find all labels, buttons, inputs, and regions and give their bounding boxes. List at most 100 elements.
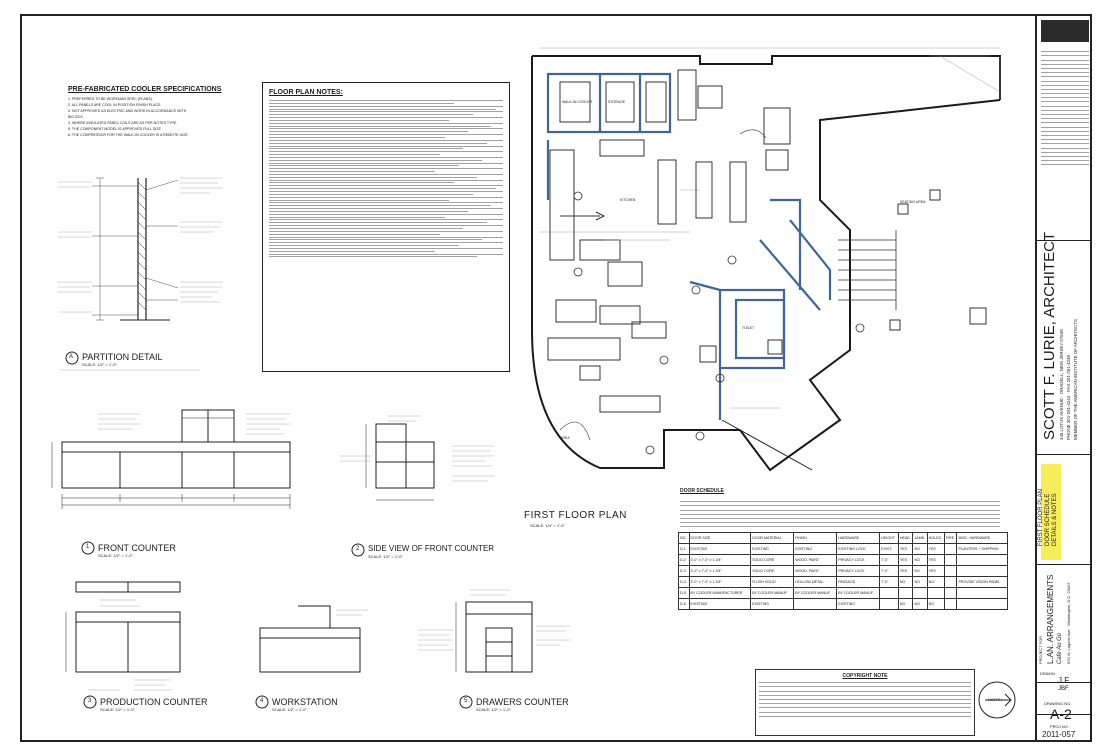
note-line — [269, 233, 440, 235]
schedule-cell: 3'-0" x 7'-0" x 1 3/4" — [688, 576, 752, 588]
plan-section-markers — [573, 191, 865, 455]
drawn-by: J.F. — [1058, 676, 1071, 685]
sheet-title-3: DETAILS & NOTES — [1052, 493, 1058, 546]
copyright-title: COPYRIGHT NOTE — [842, 673, 888, 679]
note-line — [269, 125, 492, 127]
note-line — [269, 105, 503, 107]
note-line — [269, 236, 503, 238]
schedule-cell: SOLID CORE — [750, 565, 795, 577]
schedule-cell: BY COOLER MANUF. — [750, 587, 795, 599]
note-line — [269, 242, 503, 244]
schedule-cell: D-3 — [678, 565, 690, 577]
note-line — [269, 154, 440, 156]
room-label-toilet: TOILET — [742, 326, 755, 330]
partition-notes-lines — [58, 177, 222, 371]
schedule-cell: EXISTING — [793, 543, 838, 555]
schedule-cell: YES — [926, 543, 945, 555]
schedule-cell: SOLID CORE — [750, 554, 795, 566]
north-arrow — [978, 681, 1016, 719]
schedule-cell: YES — [897, 554, 914, 566]
detail-num-4: 4 — [260, 698, 264, 704]
detail-scale-workstation: SCALE: 1/2" = 1'-0" — [272, 707, 307, 712]
project-number: 2011-057 — [1042, 730, 1076, 739]
schedule-cell: NO — [912, 565, 928, 577]
side-view-drawing — [365, 423, 435, 501]
detail-bubble-a — [65, 351, 79, 365]
note-line — [269, 230, 503, 232]
note-line — [269, 102, 454, 104]
note-line — [269, 210, 468, 212]
project-no-label: PROJ NO. — [1050, 724, 1069, 729]
plan-title: FIRST FLOOR PLAN — [524, 510, 627, 521]
note-line — [269, 245, 459, 247]
note-line — [269, 191, 503, 192]
notes-title: FLOOR PLAN NOTES: — [269, 89, 343, 96]
schedule-cell: NO — [912, 543, 928, 555]
drawing-sheet — [20, 14, 1092, 742]
note-line — [269, 256, 478, 258]
schedule-cell: PRIVACY LOCK — [836, 554, 881, 566]
schedule-header: FIRE — [943, 532, 958, 544]
notes-list — [269, 100, 503, 258]
schedule-cell: BY COOLER MANUFACTURER — [688, 587, 752, 599]
front-counter-drawing — [51, 409, 291, 509]
workstation-drawing — [259, 605, 361, 673]
detail-title-side-view: SIDE VIEW OF FRONT COUNTER — [368, 544, 495, 553]
room-label-area: AREA — [560, 436, 570, 440]
schedule-cell: PRIVACY LOCK — [836, 565, 881, 577]
spec-line: 4. WHERE INSULATED PANEL COILS ARE AS PE… — [68, 121, 178, 125]
revision-list — [1041, 48, 1089, 168]
schedule-cell: 3'-0" x 7'-0" x 1 3/4" — [688, 565, 752, 577]
schedule-cell: WOOD, PAINT — [793, 554, 838, 566]
plan-equipment — [547, 55, 1001, 441]
schedule-cell: 7'-0" — [879, 565, 899, 577]
note-line — [269, 216, 445, 218]
note-line — [269, 188, 496, 190]
north-label: NORTH — [988, 697, 1003, 702]
schedule-header: HOLDS — [926, 532, 945, 544]
architect-name: SCOTT F. LURIE, ARCHITECT — [1041, 231, 1058, 440]
room-label-seating: SEATING AREA — [900, 200, 926, 204]
checked-by: JBF — [1058, 686, 1069, 692]
detail-scale-side-view: SCALE: 1/2" = 1'-0" — [368, 554, 403, 559]
note-line — [269, 205, 492, 207]
room-label-storage: STORAGE — [608, 100, 626, 104]
project-subtitle: Cafe Au Go — [1057, 632, 1063, 664]
title-block — [1035, 14, 1092, 742]
note-line — [269, 196, 503, 198]
note-line — [269, 159, 482, 161]
note-line — [269, 222, 487, 224]
schedule-header: MISC. HARDWARE — [956, 532, 1008, 544]
architect-membership: MEMBER OF THE AMERICAN INSTITUTE OF ARCH… — [1073, 319, 1078, 440]
note-line — [269, 100, 503, 101]
spec-line: 3. NOT APPROVED AS ELECTRIC AND WORK IN … — [68, 109, 187, 113]
schedule-cell: 7'-0" — [879, 554, 899, 566]
schedule-cell: D-2 — [678, 554, 690, 566]
sheet-title-1: FIRST FLOOR PLAN — [1038, 489, 1044, 546]
detail-num-a: A — [69, 354, 74, 360]
project-address: 633 W. Lagoon Ave · Washington, D.C. 200… — [1066, 582, 1071, 664]
note-line — [269, 193, 473, 195]
detail-scale-production: SCALE: 1/2" = 1'-0" — [100, 707, 135, 712]
note-line — [269, 179, 503, 181]
note-line — [269, 168, 503, 170]
schedule-header: JAMB — [912, 532, 928, 544]
door-schedule-notes — [680, 498, 1000, 531]
schedule-cell — [793, 598, 838, 610]
schedule-cell — [956, 587, 1008, 599]
note-line — [269, 253, 503, 255]
schedule-cell: YES — [897, 565, 914, 577]
note-line — [269, 176, 478, 178]
detail-scale-drawers: SCALE: 1/2" = 1'-0" — [476, 707, 511, 712]
schedule-cell: 7'-0" — [879, 576, 899, 588]
schedule-cell: NO — [897, 576, 914, 588]
schedule-cell: NO — [912, 598, 928, 610]
schedule-cell: EXISTING — [688, 598, 752, 610]
dimension-lines — [540, 47, 1001, 409]
note-line — [269, 202, 503, 204]
note-line — [269, 122, 503, 124]
note-line — [269, 247, 503, 249]
